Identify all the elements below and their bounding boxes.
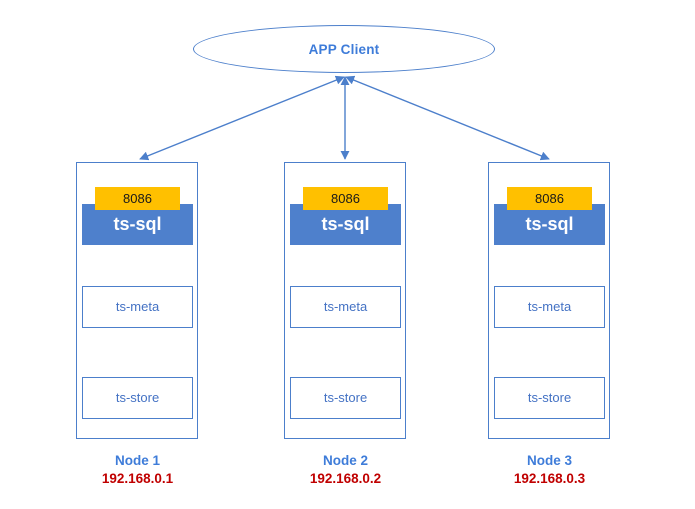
node-1-ts-sql-box: ts-sql xyxy=(82,204,193,245)
node-3-port-badge: 8086 xyxy=(507,187,592,210)
node-2-ip-label: 192.168.0.2 xyxy=(309,471,382,486)
node-3-name-label: Node 3 xyxy=(526,453,572,468)
connector-arrow-left xyxy=(139,75,345,161)
node-2-port-badge: 8086 xyxy=(303,187,388,210)
connector-arrow-right xyxy=(345,75,550,161)
app-client-label: APP Client xyxy=(308,41,380,57)
node-2-ts-sql-box: ts-sql xyxy=(290,204,401,245)
node-1-name-label: Node 1 xyxy=(114,453,160,468)
node-1-ts-meta-box: ts-meta xyxy=(82,286,193,328)
node-3-ip-label: 192.168.0.3 xyxy=(513,471,586,486)
node-3-ts-meta-box: ts-meta xyxy=(494,286,605,328)
node-1-group: 8086 ts-sql ts-meta ts-store Node 1 192.… xyxy=(76,162,199,502)
node-2-ts-store-box: ts-store xyxy=(290,377,401,419)
node-2-group: 8086 ts-sql ts-meta ts-store Node 2 192.… xyxy=(284,162,407,502)
node-1-port-badge: 8086 xyxy=(95,187,180,210)
node-1-ip-label: 192.168.0.1 xyxy=(101,471,174,486)
node-3-group: 8086 ts-sql ts-meta ts-store Node 3 192.… xyxy=(488,162,611,502)
app-client-ellipse: APP Client xyxy=(193,25,495,73)
node-2-name-label: Node 2 xyxy=(322,453,368,468)
node-3-ts-store-box: ts-store xyxy=(494,377,605,419)
node-3-ts-sql-box: ts-sql xyxy=(494,204,605,245)
node-1-ts-store-box: ts-store xyxy=(82,377,193,419)
node-2-ts-meta-box: ts-meta xyxy=(290,286,401,328)
